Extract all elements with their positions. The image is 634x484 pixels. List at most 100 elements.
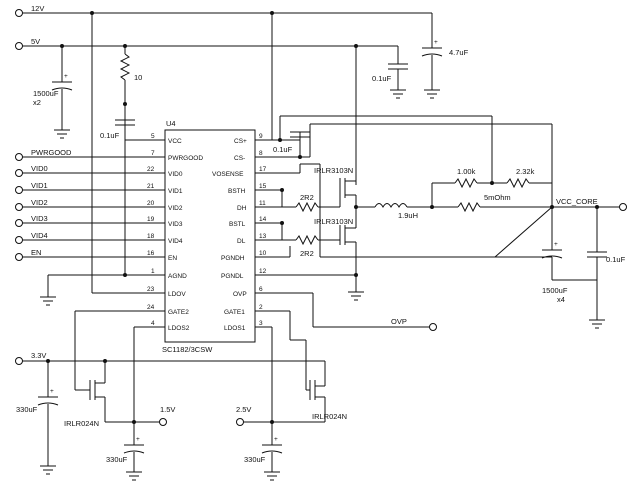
label-ovp: OVP bbox=[391, 317, 407, 326]
ldo1-control bbox=[271, 310, 307, 422]
ovp-net: OVP bbox=[272, 292, 437, 331]
pin-num-ldov: 23 bbox=[147, 286, 155, 293]
pin-num-pgndl: 12 bbox=[259, 268, 267, 275]
capacitor-0-1uf-5v: 0.1uF bbox=[372, 63, 408, 99]
mosfet-low-side: IRLR3103N bbox=[314, 217, 364, 301]
label-en: EN bbox=[31, 248, 41, 257]
pin-name-vcc: VCC bbox=[168, 138, 182, 145]
pin-name-vid1: VID1 bbox=[168, 188, 183, 195]
ldo2-control bbox=[74, 310, 145, 422]
pin-num-dh: 11 bbox=[259, 200, 266, 207]
pin-num-vid4: 18 bbox=[147, 233, 155, 240]
terminal-vid1 bbox=[15, 186, 23, 194]
terminal-2-5v bbox=[236, 418, 244, 426]
label-c-330uf-1-5v: 330uF bbox=[106, 455, 128, 464]
label-q-ldo1: IRLR024N bbox=[312, 412, 347, 421]
label-c-1500uf-in: 1500uF bbox=[33, 89, 59, 98]
capacitor-330uf-input: + 330uF bbox=[16, 361, 59, 475]
pin-name-ldos1: LDOS1 bbox=[224, 325, 246, 332]
svg-text:+: + bbox=[434, 39, 438, 46]
label-pwrgood: PWRGOOD bbox=[31, 148, 72, 157]
label-vcc-core: VCC_CORE bbox=[556, 197, 598, 206]
pin-num-vosense: 17 bbox=[259, 166, 267, 173]
label-vid1: VID1 bbox=[31, 181, 48, 190]
terminal-vid3 bbox=[15, 219, 23, 227]
pin-num-gate2: 24 bbox=[147, 304, 155, 311]
label-q-low: IRLR3103N bbox=[314, 217, 353, 226]
pin-name-pgndl: PGNDL bbox=[221, 273, 244, 280]
pin-name-cs-plus: CS+ bbox=[234, 138, 247, 145]
label-1-5v: 1.5V bbox=[160, 405, 175, 414]
pin-name-pgndh: PGNDH bbox=[221, 255, 245, 262]
ic-part-number: SC1182/3CSW bbox=[162, 345, 213, 354]
terminal-vid4 bbox=[15, 236, 23, 244]
pin-name-cs-minus: CS- bbox=[234, 155, 245, 162]
pgnd-net bbox=[272, 246, 358, 277]
label-r-2-32k: 2.32k bbox=[516, 167, 535, 176]
label-3-3v: 3.3V bbox=[31, 351, 46, 360]
terminal-5v bbox=[15, 42, 23, 50]
pin-name-vid2: VID2 bbox=[168, 205, 183, 212]
pin-name-en: EN bbox=[168, 255, 177, 262]
label-r-1k: 1.00k bbox=[457, 167, 476, 176]
signal-inputs: PWRGOOD VID0 VID1 VID2 VID3 VID4 EN bbox=[15, 148, 145, 261]
svg-text:+: + bbox=[136, 436, 140, 443]
label-q-ldo2: IRLR024N bbox=[64, 419, 99, 428]
agnd-ground bbox=[40, 125, 145, 306]
pin-num-cs-minus: 8 bbox=[259, 150, 263, 157]
label-r-2r2-high: 2R2 bbox=[300, 193, 314, 202]
label-l-1-9uh: 1.9uH bbox=[398, 211, 418, 220]
feedback-resistors: 1.00k 2.32k bbox=[431, 167, 552, 207]
low-side-drive: 2R2 bbox=[272, 221, 341, 258]
pin-num-bsth: 15 bbox=[259, 183, 267, 190]
pin-name-ovp: OVP bbox=[233, 291, 247, 298]
label-c-4-7uf: 4.7uF bbox=[449, 48, 469, 57]
capacitor-4-7uf: + 4.7uF bbox=[421, 39, 469, 99]
svg-text:+: + bbox=[554, 241, 558, 248]
pin-name-bstl: BSTL bbox=[229, 221, 246, 228]
pin-num-ovp: 6 bbox=[259, 286, 263, 293]
rail-3-3v: 3.3V bbox=[15, 351, 326, 386]
label-vid3: VID3 bbox=[31, 214, 48, 223]
label-q-high: IRLR3103N bbox=[314, 166, 353, 175]
terminal-ovp bbox=[429, 323, 437, 331]
pin-num-en: 16 bbox=[147, 250, 155, 257]
pin-name-ldos2: LDOS2 bbox=[168, 325, 190, 332]
pin-num-vid0: 22 bbox=[147, 166, 155, 173]
label-c-330uf-in: 330uF bbox=[16, 405, 38, 414]
terminal-3-3v bbox=[15, 357, 23, 365]
label-2-5v: 2.5V bbox=[236, 405, 251, 414]
pin-num-vcc: 5 bbox=[151, 133, 155, 140]
terminal-en bbox=[15, 253, 23, 261]
pin-name-gate2: GATE2 bbox=[168, 309, 189, 316]
pin-num-bstl: 14 bbox=[259, 216, 267, 223]
label-c-1500uf-out-qty: x4 bbox=[557, 295, 565, 304]
capacitor-1500uf-input: + 1500uF x2 bbox=[33, 46, 73, 139]
pin-name-vid3: VID3 bbox=[168, 221, 183, 228]
pin-num-pgndh: 10 bbox=[259, 250, 267, 257]
pin-name-vosense: VOSENSE bbox=[212, 171, 244, 178]
pin-num-gate1: 2 bbox=[259, 304, 263, 311]
pin-name-pwrgood: PWRGOOD bbox=[168, 155, 203, 162]
terminal-vcc-core bbox=[619, 203, 627, 211]
label-c-0-1uf-5v: 0.1uF bbox=[372, 74, 392, 83]
pin-name-dl: DL bbox=[237, 238, 246, 245]
mosfet-high-side: IRLR3103N bbox=[314, 166, 358, 222]
ic-u4: U4 SC1182/3CSW 5 VCC 7 PWRGOOD 22 VID0 2… bbox=[145, 119, 272, 354]
label-c-1500uf-in-qty: x2 bbox=[33, 98, 41, 107]
capacitor-0-1uf-vcc: 0.1uF bbox=[100, 104, 135, 140]
label-c-0-1uf-cs: 0.1uF bbox=[273, 145, 293, 154]
label-r-5mohm: 5mOhm bbox=[484, 193, 511, 202]
pin-num-vid2: 20 bbox=[147, 200, 155, 207]
terminal-vid0 bbox=[15, 169, 23, 177]
label-5v: 5V bbox=[31, 37, 40, 46]
mosfet-ldo2: IRLR024N 1.5V bbox=[64, 361, 175, 428]
terminal-1-5v bbox=[159, 418, 167, 426]
pin-num-pwrgood: 7 bbox=[151, 150, 155, 157]
vosense-net bbox=[272, 163, 552, 258]
label-c-330uf-2-5v: 330uF bbox=[244, 455, 266, 464]
pin-num-agnd: 1 bbox=[151, 268, 155, 275]
pin-name-vid0: VID0 bbox=[168, 171, 183, 178]
pin-name-bsth: BSTH bbox=[228, 188, 246, 195]
